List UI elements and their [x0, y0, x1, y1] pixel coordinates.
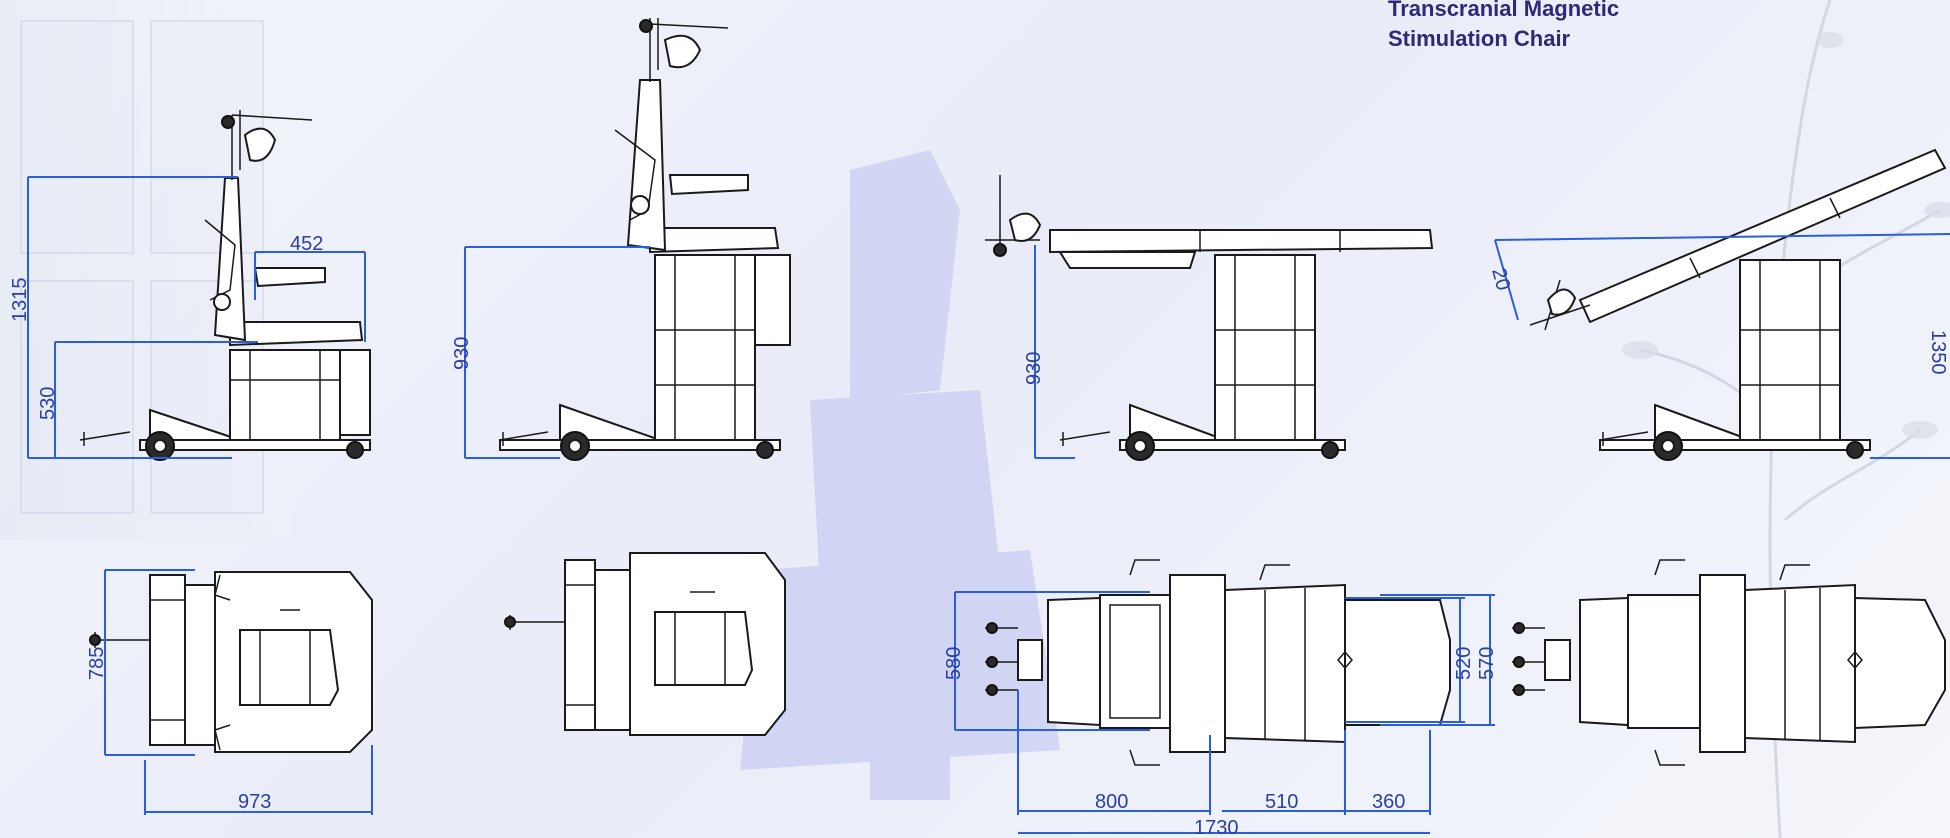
dim-t1-length: 973	[238, 791, 271, 813]
dim-t3-seg-1: 800	[1095, 791, 1128, 813]
diagram-title: Transcranial Magnetic Stimulation Chair	[1388, 0, 1619, 54]
view2-dimension-lines	[464, 246, 650, 459]
dim-v3-height: 930	[1023, 352, 1045, 385]
dim-t3-width: 580	[943, 647, 965, 680]
dim-t3-inner-b: 570	[1476, 647, 1498, 680]
side-view-reclined	[1529, 148, 1947, 461]
dim-v1-seat-depth: 452	[290, 233, 323, 255]
side-view-raised	[499, 18, 791, 461]
view4-dimension-lines	[1494, 233, 1950, 459]
side-view-flat	[985, 175, 1434, 461]
dim-t1-width: 785	[86, 647, 108, 680]
top-view-raised	[504, 552, 786, 736]
title-line-1: Transcranial Magnetic	[1388, 0, 1620, 21]
dim-v1-total-height: 1315	[9, 278, 31, 323]
dim-v4-height: 1350	[1927, 330, 1949, 375]
dim-v4-angle: 20	[1487, 266, 1514, 293]
title-line-2: Stimulation Chair	[1388, 26, 1571, 51]
top-view-upright	[89, 571, 373, 753]
dim-t3-seg-3: 360	[1372, 791, 1405, 813]
dim-t3-total: 1730	[1194, 817, 1239, 838]
top3-dimension-lines	[954, 591, 1495, 834]
view3-dimension-lines	[1034, 245, 1075, 459]
dim-v1-seat-height: 530	[37, 387, 59, 420]
side-view-upright	[79, 110, 371, 461]
top-view-reclined	[1512, 559, 1946, 766]
top-view-flat	[985, 559, 1451, 766]
top1-dimension-lines	[104, 569, 373, 815]
dim-t3-inner-a: 520	[1453, 647, 1475, 680]
dim-v2-height: 930	[451, 337, 473, 370]
view1-dimension-lines	[27, 176, 366, 459]
background-chair-photo	[740, 150, 1060, 800]
dim-t3-seg-2: 510	[1265, 791, 1298, 813]
